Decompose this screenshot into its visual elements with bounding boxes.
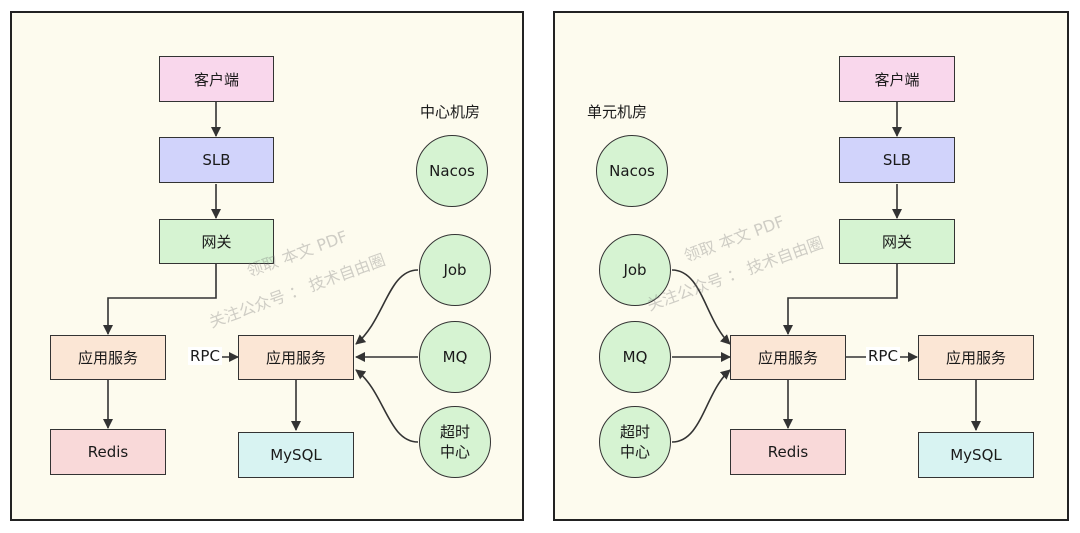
redis-node-right[interactable]: Redis <box>730 429 846 475</box>
mq-node-right[interactable]: MQ <box>599 321 671 393</box>
arrow-gateway-app-right <box>783 264 898 335</box>
rpc-label-right: RPC <box>866 347 900 365</box>
timeout-center-node-left[interactable]: 超时 中心 <box>419 406 491 478</box>
client-node-right[interactable]: 客户端 <box>839 56 955 102</box>
job-node-right[interactable]: Job <box>599 234 671 306</box>
timeout-center-line2-left: 中心 <box>439 443 470 461</box>
timeout-center-line1-right: 超时 <box>619 423 650 441</box>
mysql-node-left[interactable]: MySQL <box>238 432 354 478</box>
unit-room-label: 单元机房 <box>587 103 648 121</box>
arrow-timeout-app-left <box>355 369 419 443</box>
arrow-gateway-app-left <box>103 264 217 335</box>
app-service-node-right-a[interactable]: 应用服务 <box>730 335 846 380</box>
nacos-node-left[interactable]: Nacos <box>416 135 488 207</box>
timeout-center-line2-right: 中心 <box>619 443 650 461</box>
redis-node-left[interactable]: Redis <box>50 429 166 475</box>
center-room-label: 中心机房 <box>420 103 481 121</box>
slb-node-right[interactable]: SLB <box>839 137 955 183</box>
arrow-timeout-app-right <box>671 369 731 443</box>
app-service-node-right-b[interactable]: 应用服务 <box>918 335 1034 380</box>
gateway-node-right[interactable]: 网关 <box>839 219 955 264</box>
app-service-node-left-b[interactable]: 应用服务 <box>238 335 354 380</box>
arrow-job-app-left <box>355 269 419 345</box>
mq-node-left[interactable]: MQ <box>419 321 491 393</box>
timeout-center-line1-left: 超时 <box>439 423 470 441</box>
app-service-node-left-a[interactable]: 应用服务 <box>50 335 166 380</box>
client-node-left[interactable]: 客户端 <box>159 56 274 102</box>
nacos-node-right[interactable]: Nacos <box>596 135 668 207</box>
job-node-left[interactable]: Job <box>419 234 491 306</box>
mysql-node-right[interactable]: MySQL <box>918 432 1034 478</box>
rpc-label-left: RPC <box>188 347 222 365</box>
arrow-job-app-right <box>671 269 731 345</box>
slb-node-left[interactable]: SLB <box>159 137 274 183</box>
timeout-center-node-right[interactable]: 超时 中心 <box>599 406 671 478</box>
gateway-node-left[interactable]: 网关 <box>159 219 274 264</box>
